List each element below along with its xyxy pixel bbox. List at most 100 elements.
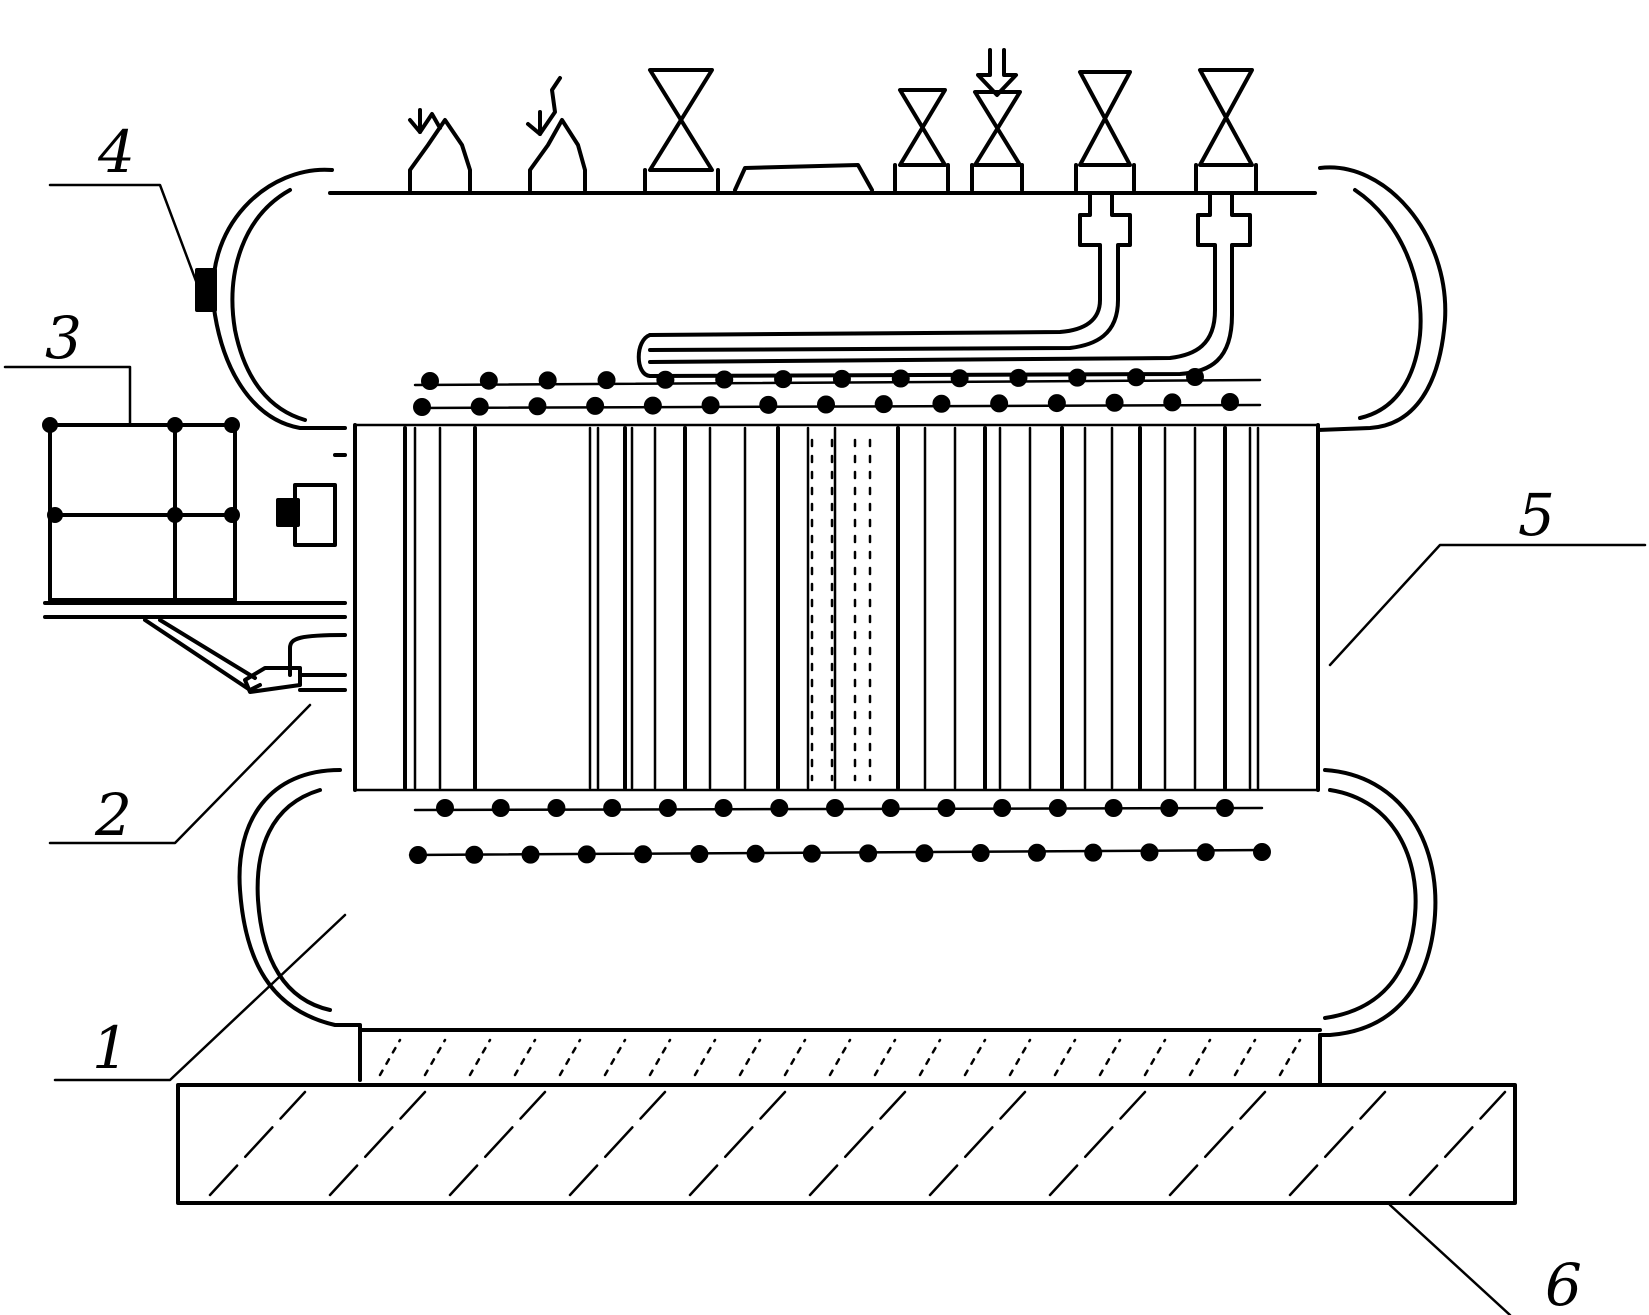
tube-end-dot: [436, 799, 454, 817]
gate-valve-icon: [1194, 68, 1258, 192]
tube-end-dot: [528, 397, 547, 416]
foundation-hatch-line: [328, 1090, 427, 1197]
convection-tube-bank: [353, 423, 1320, 792]
tube-end-dot: [409, 846, 427, 864]
gate-valve-icon: [1074, 70, 1136, 192]
aggregate-oval: [265, 1162, 285, 1178]
tube-end-dot: [971, 844, 990, 862]
foundation-block: [176, 1083, 1517, 1205]
manhole-cover: [733, 163, 874, 192]
foundation-hatch-line: [208, 1090, 307, 1197]
tube-end-dot: [421, 372, 439, 390]
tube-end-dot: [603, 799, 622, 817]
refractory-hatch-line: [963, 1038, 987, 1077]
upper-tube-rows: [413, 368, 1262, 416]
label-1: 1: [92, 1014, 129, 1082]
refractory-hatch-line: [738, 1038, 762, 1077]
tube-end-dot: [932, 394, 951, 413]
internal-pipes: [636, 191, 1252, 378]
label-5: 5: [1518, 481, 1555, 549]
aggregate-oval: [745, 1162, 765, 1178]
tube-end-dot: [774, 370, 793, 389]
aggregate-oval: [566, 1108, 584, 1122]
refractory-hatch-line: [873, 1038, 897, 1077]
safety-valve-icon: [408, 108, 472, 192]
aggregate-oval: [1105, 1162, 1125, 1178]
refractory-hatch-line: [1188, 1038, 1212, 1077]
refractory-hatch-line: [1233, 1038, 1257, 1077]
tube-end-dot: [891, 369, 910, 388]
lower-drum: [237, 768, 1438, 1087]
refractory-hatch-line: [513, 1038, 537, 1077]
aggregate-oval: [686, 1108, 704, 1122]
tube-end-dot: [1027, 843, 1046, 862]
tube-end-dot: [491, 799, 510, 817]
tube-end-dot: [881, 799, 900, 817]
label-4: 4: [97, 118, 135, 186]
tube-end-dot: [759, 395, 778, 414]
tube-end-dot: [521, 845, 540, 864]
tube-end-dot: [1163, 393, 1182, 412]
tube-end-dot: [1105, 393, 1124, 412]
aggregate-oval: [1345, 1162, 1365, 1178]
refractory-hatch-line: [828, 1038, 852, 1077]
refractory-hatch-line: [1098, 1038, 1122, 1077]
aggregate-oval: [1166, 1108, 1184, 1122]
foundation-hatch-line: [808, 1090, 907, 1197]
aggregate-oval: [1465, 1162, 1485, 1178]
tube-end-dot: [656, 370, 675, 389]
tube-end-dot: [1104, 799, 1123, 817]
foundation-hatch-line: [928, 1090, 1027, 1197]
tube-end-dot: [586, 396, 605, 415]
safety-valve-icon: [526, 76, 587, 192]
tube-end-dot: [746, 844, 765, 863]
tube-end-dot: [1253, 843, 1271, 861]
refractory-hatch-line: [558, 1038, 582, 1077]
refractory-hatch-line: [423, 1038, 447, 1077]
aggregate-oval: [926, 1108, 944, 1122]
refractory-hatch-line: [1008, 1038, 1032, 1077]
tube-end-dot: [634, 845, 653, 864]
aggregate-oval: [1225, 1162, 1245, 1178]
aggregate-oval: [446, 1108, 464, 1122]
aggregate-oval: [865, 1162, 885, 1178]
tube-end-dot: [1068, 368, 1087, 387]
foundation-hatch-line: [568, 1090, 667, 1197]
label-3: 3: [45, 304, 82, 372]
tube-end-dot: [413, 398, 431, 416]
foundation-hatch-line: [1288, 1090, 1387, 1197]
lower-tube-rows: [408, 799, 1271, 864]
tube-end-dot: [817, 395, 835, 414]
tube-end-dot: [479, 371, 498, 390]
callout-labels: 4 3 2 1 5 6: [45, 118, 1582, 1315]
tube-end-dot: [1047, 394, 1066, 413]
tube-end-dot: [1186, 368, 1204, 386]
tube-end-dot: [1009, 368, 1028, 387]
aggregate-oval: [985, 1162, 1005, 1178]
aggregate-oval: [1046, 1108, 1064, 1122]
aggregate-oval: [385, 1162, 405, 1178]
tube-end-dot: [826, 799, 844, 817]
leader-lines: [3, 183, 1647, 1315]
refractory-hatch-line: [648, 1038, 672, 1077]
refractory-hatch-line: [378, 1038, 402, 1077]
tube-end-dot: [690, 845, 709, 863]
tube-end-dot: [1216, 799, 1234, 817]
tube-end-dot: [874, 395, 893, 414]
tube-end-dot: [950, 369, 969, 388]
tube-end-dot: [1140, 843, 1159, 862]
tube-end-dot: [937, 799, 956, 817]
refractory-hatch-line: [693, 1038, 717, 1077]
foundation-hatch-line: [688, 1090, 787, 1197]
refractory-hatch-line: [783, 1038, 807, 1077]
tube-end-dot: [1160, 799, 1179, 817]
aggregate-oval: [625, 1162, 645, 1178]
aggregate-oval: [1286, 1108, 1304, 1122]
refractory-hatch-line: [1278, 1038, 1302, 1077]
foundation-hatch-line: [448, 1090, 547, 1197]
tube-end-dot: [658, 799, 677, 817]
tube-end-dot: [1196, 843, 1215, 862]
feed-valve-icon: [970, 48, 1024, 192]
refractory-hatch-line: [1143, 1038, 1167, 1077]
